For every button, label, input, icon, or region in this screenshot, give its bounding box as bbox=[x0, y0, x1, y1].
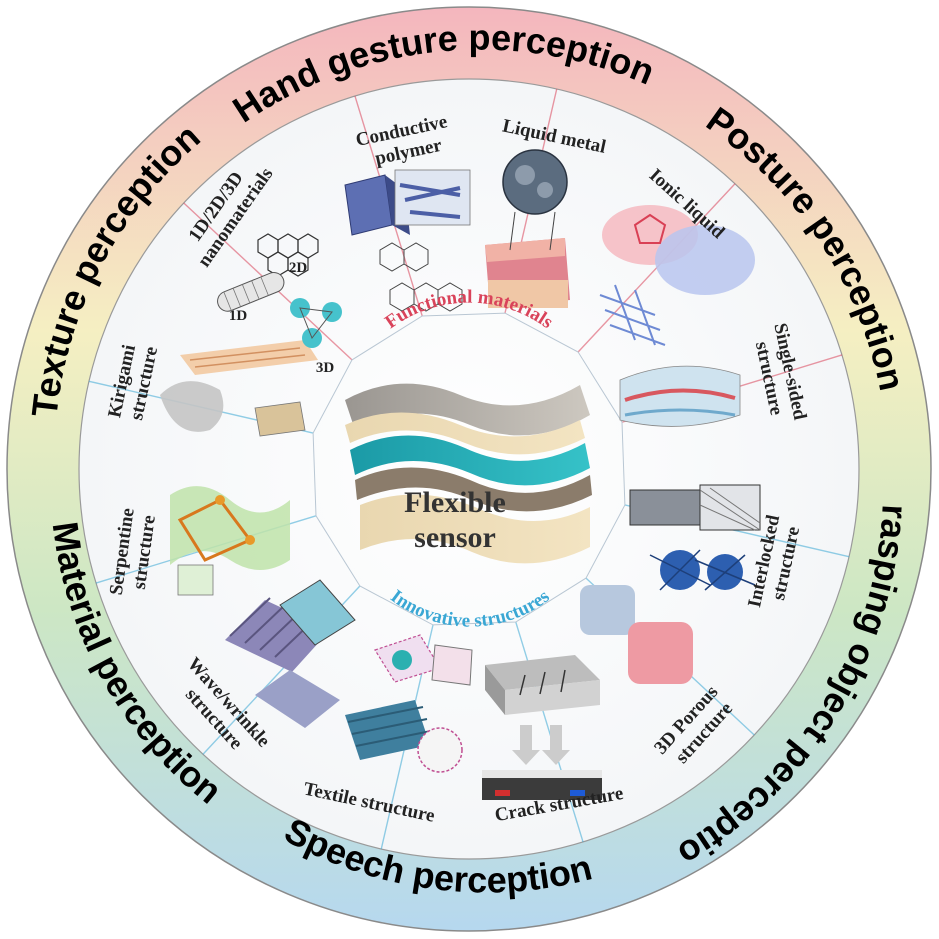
liquid-metal-illustration bbox=[485, 149, 570, 308]
label-2d: 2D bbox=[289, 260, 308, 276]
serpentine-illustration bbox=[170, 486, 290, 596]
label-conductive-polymer: Conductive polymer bbox=[354, 110, 458, 172]
label-3d: 3D bbox=[316, 360, 335, 376]
conductive-polymer-illustration bbox=[344, 169, 471, 312]
flexible-sensor-illustration bbox=[345, 383, 592, 564]
porous-illustration bbox=[580, 585, 693, 684]
single-sided-illustration bbox=[619, 365, 741, 427]
center-title-line2: sensor bbox=[414, 521, 496, 554]
sector-divider bbox=[515, 621, 584, 843]
label-1d: 1D bbox=[229, 308, 248, 324]
ionic-liquid-illustration bbox=[599, 205, 755, 346]
textile-illustration bbox=[345, 634, 473, 773]
kirigami-illustration bbox=[160, 340, 318, 437]
crack-illustration bbox=[482, 655, 602, 800]
nanomaterials-illustration bbox=[217, 233, 342, 348]
interlocked-illustration bbox=[629, 484, 761, 591]
center-polygon bbox=[312, 312, 626, 626]
center-title-line1: Flexible bbox=[404, 486, 506, 519]
wave-wrinkle-illustration bbox=[225, 579, 356, 728]
